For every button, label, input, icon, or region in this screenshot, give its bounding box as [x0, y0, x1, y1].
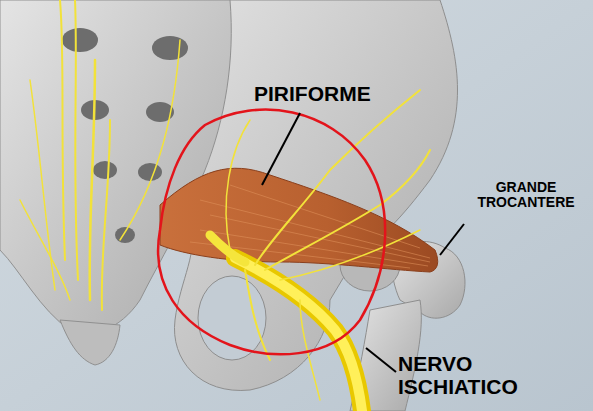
highlight-outline [158, 110, 385, 355]
piriformis-muscle [160, 168, 438, 272]
bones [0, 0, 465, 411]
leader-lines [262, 113, 464, 372]
leader-line [366, 348, 396, 372]
part-label: PIRIFORME [254, 82, 404, 105]
part-label: NERVO ISCHIATICO [398, 352, 568, 398]
part-label: GRANDE TROCANTERE [462, 180, 590, 211]
sciatic-nerve [210, 90, 430, 411]
sacral-nerves [20, 0, 180, 310]
leader-line [262, 113, 300, 185]
leader-line [440, 224, 464, 255]
